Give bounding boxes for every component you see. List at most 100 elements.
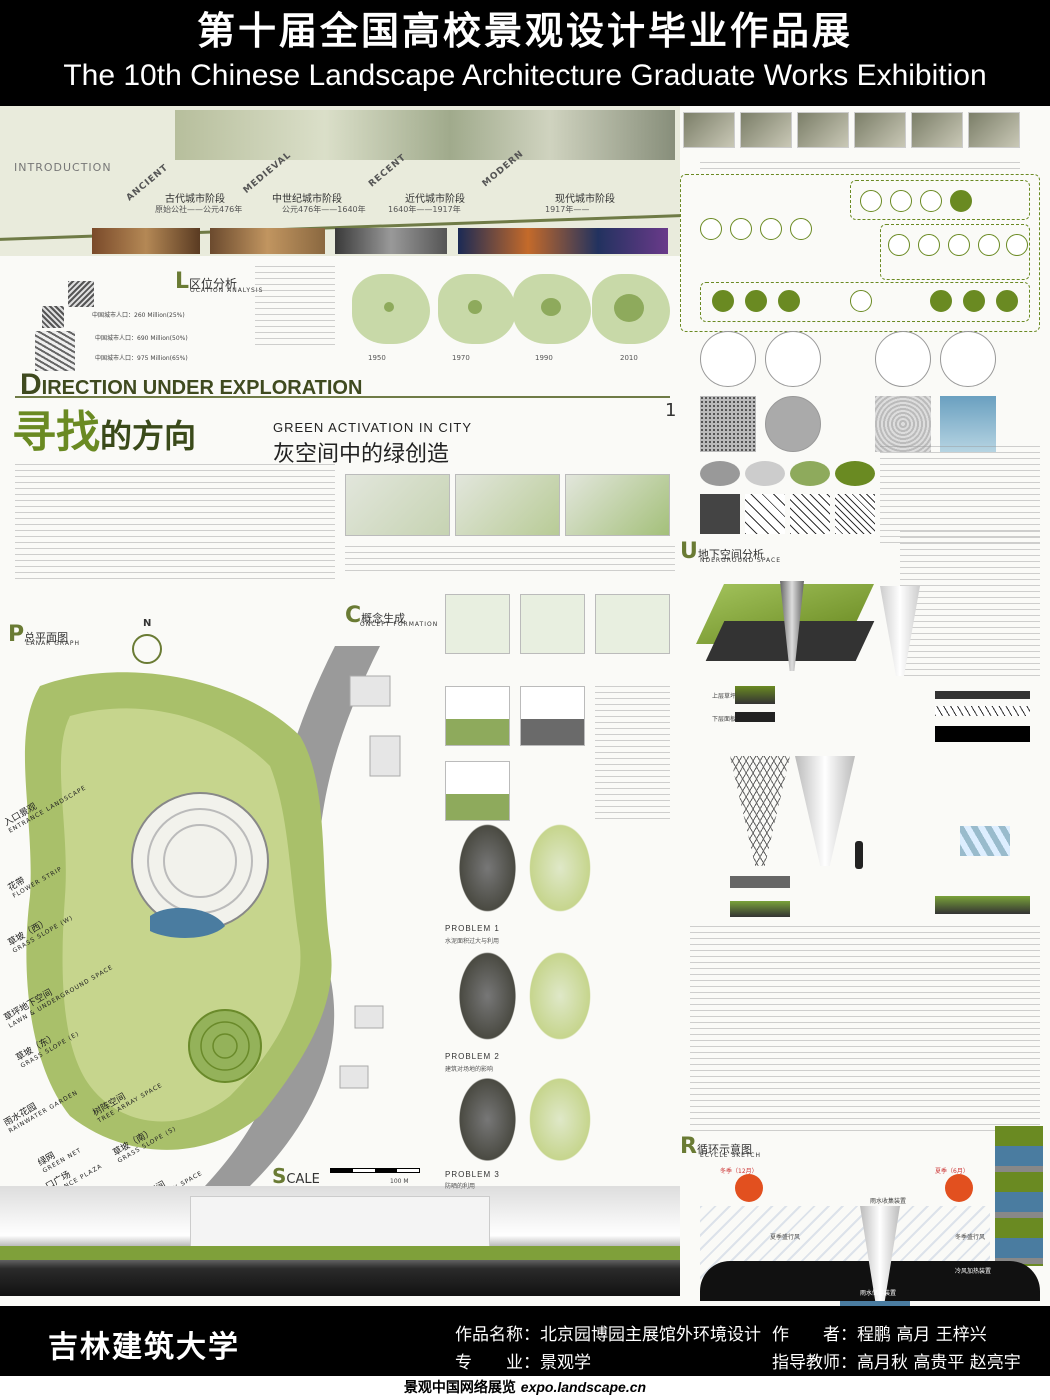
intro-label: INTRODUCTION [14,161,112,174]
problem-desc: 防晒的利用 [445,1183,476,1190]
coin-icon [948,234,970,256]
solution-map [525,818,595,918]
person-icon [950,190,972,212]
sun-diagram [445,686,510,746]
map-1970 [438,274,516,344]
person-figure [855,841,863,869]
direction-rule [15,396,670,398]
concept-subtitle: ONCEPT FORMATION [360,621,439,628]
problem-label: PROBLEM 2 [445,1052,500,1061]
summer-sun-icon [945,1174,973,1202]
skyline-photo-strip [175,110,675,160]
recycle-subtitle: ECYCLE SKETCH [700,1152,761,1159]
recent-photo [335,228,447,254]
stage-title: 现代城市阶段 [555,194,615,205]
problem-map [455,1072,520,1167]
expo-url[interactable]: expo.landscape.cn [520,1379,647,1395]
material-swatch [790,494,830,534]
map-1990 [513,274,591,344]
title-cn: 第十届全国高校景观设计毕业作品展 [196,9,853,53]
concept-step [520,594,585,654]
solution-map [525,1072,595,1167]
population-stat: 中国城市人口：690 Million(50%) [95,335,188,342]
leaf-swatch [835,461,875,486]
texture-swatch [875,396,931,452]
umbrella-icon [700,218,722,240]
water-icon [730,218,752,240]
map-year-label: 1990 [535,354,553,362]
problem-label: PROBLEM 3 [445,1170,500,1179]
authors: 作 者：程鹏 高月 王梓兴 [772,1325,987,1345]
bulb-icon [888,234,910,256]
green-roof-section [0,1246,680,1260]
runner-icon [1006,234,1028,256]
expo-banner: 景观中国网络展览 expo.landscape.cn [0,1376,1050,1400]
reference-photo [683,112,735,148]
material-swatch [745,494,785,534]
funnel-structure [795,756,855,866]
sun-icon [978,234,1000,256]
leaf-icon [778,290,800,312]
reference-photo [911,112,963,148]
material-swatch [700,494,740,534]
stage-title: 近代城市阶段 [405,194,465,205]
work-name: 作品名称：北京园博园主展馆外环境设计 [455,1325,761,1345]
home-icon [963,290,985,312]
stage-range: 原始公社——公元476年 [155,205,243,214]
seek-heading: 寻找的方向 [12,407,197,458]
leaf-icon [712,290,734,312]
location-initial: L [175,269,190,294]
title-en: The 10th Chinese Landscape Architecture … [63,59,987,92]
underground-title: U地下空间分析 [680,539,764,564]
map-1950 [352,274,430,344]
leaf-swatch [700,461,740,486]
leaf-icon [790,218,812,240]
wave-icon [760,218,782,240]
scale-bar [330,1168,420,1173]
water-swatch [940,396,996,452]
city-texture [35,331,75,371]
intro-paragraph [15,464,335,584]
stage-title: 中世纪城市阶段 [272,194,342,205]
population-stat: 中国城市人口：260 Million(25%) [92,312,185,319]
scale-end: 100 M [390,1178,409,1185]
layer-slab [935,691,1030,699]
problem-map [455,818,520,918]
home-icon [890,190,912,212]
sun-diagram [445,761,510,821]
major: 专 业：景观学 [455,1353,591,1373]
north-label: N [143,618,152,629]
recycle-label: 雨水收集装置 [870,1198,907,1205]
map-year-label: 1970 [452,354,470,362]
school-name: 吉林建筑大学 [48,1330,240,1365]
recycle-title: R循环示意图 [680,1134,752,1159]
city-texture [68,281,94,307]
form-diagram [875,331,931,387]
stage-range: 1640年——1917年 [388,205,461,214]
texture-swatch [700,396,756,452]
plan-title: P总平面图 [8,622,69,647]
person-icon [920,190,942,212]
form-diagram [940,331,996,387]
solution-map [525,946,595,1046]
green-activation-cn: 灰空间中的绿创造 [273,442,450,467]
poster-header: 第十届全国高校景观设计毕业作品展 The 10th Chinese Landsc… [0,0,1050,106]
concept-paragraph [345,546,675,576]
reference-caption [700,162,1020,170]
concept-text [595,686,670,821]
site-section [0,1186,680,1296]
plan-subtitle: LANAR GRAPH [26,640,81,647]
stage-range: 公元476年——1640年 [282,205,366,214]
concept-map [345,474,450,536]
underground-subtitle: NDERGROUND SPACE [700,557,782,564]
strategy-group [850,180,1030,220]
form-diagram [765,331,821,387]
population-stat: 中国城市人口：975 Million(65%) [95,355,188,362]
layer-stack [735,686,775,704]
underground-description [690,926,1040,1136]
home-icon [930,290,952,312]
location-title: L区位分析 [175,269,238,294]
layer-stack [730,901,790,917]
water-storage [840,1301,910,1306]
handshake-icon [850,290,872,312]
